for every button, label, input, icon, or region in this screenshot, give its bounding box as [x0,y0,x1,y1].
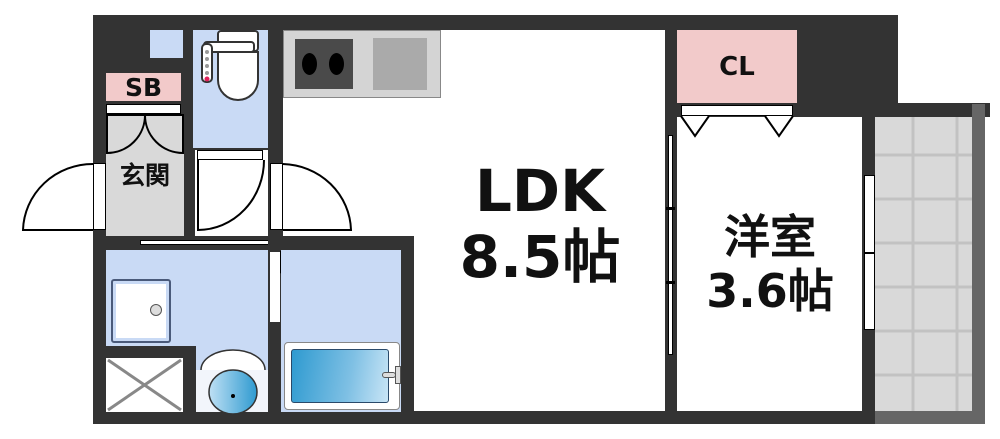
sink-icon [373,38,427,90]
burner-left-icon [302,53,317,75]
closet [677,30,797,103]
entrance-label: 玄関 [119,161,170,190]
ldk-label: LDK [474,157,606,225]
drain-icon [150,304,162,316]
closet-door-icon[interactable] [680,115,794,138]
balcony-rail [972,104,985,424]
balcony-window-divider [864,252,875,254]
faucet-base-icon [395,366,401,384]
ldk-size: 8.5帖 [459,223,621,291]
western-label: 洋室 [724,210,816,264]
western-size: 3.6帖 [706,264,834,318]
closet-label: CL [719,52,755,82]
sliding-door-divider [666,281,675,284]
faucet-icon [382,372,396,378]
room-western [677,117,862,411]
closet-door-rail [681,105,793,116]
front-door-frame [93,163,106,230]
washroom-sliding-door[interactable] [140,240,270,245]
laundry-wall [106,346,196,358]
shoebox-label: SB [124,73,163,102]
vent-space [150,30,183,58]
bath-right-wall [401,236,414,424]
hallway-wall [268,236,413,250]
sliding-door-divider [666,207,675,210]
entrance [106,116,184,236]
ldk-door-frame [270,163,283,230]
front-door-icon[interactable] [20,162,100,232]
ldk-door-icon[interactable] [282,162,358,232]
toilet-icon [201,30,259,101]
shower-pan-icon [111,279,171,343]
toilet-door-icon[interactable] [196,159,268,232]
balcony [875,117,977,412]
outer-wall-balcony-top [860,103,990,117]
burner-right-icon [329,53,344,75]
toilet-door-frame [197,150,263,160]
shoebox [106,73,181,101]
sliding-door[interactable] [668,135,673,355]
bathtub-icon [291,349,389,403]
balcony-grid [875,117,972,411]
laundry-wall-side [183,346,196,412]
laundry-space-icon [106,358,183,412]
bath-door[interactable] [270,252,280,322]
shoebox-door-rail [106,104,181,114]
wash-basin-icon [200,349,266,415]
shoebox-door-icon[interactable] [106,114,184,155]
balcony-rail-bottom [875,411,985,424]
